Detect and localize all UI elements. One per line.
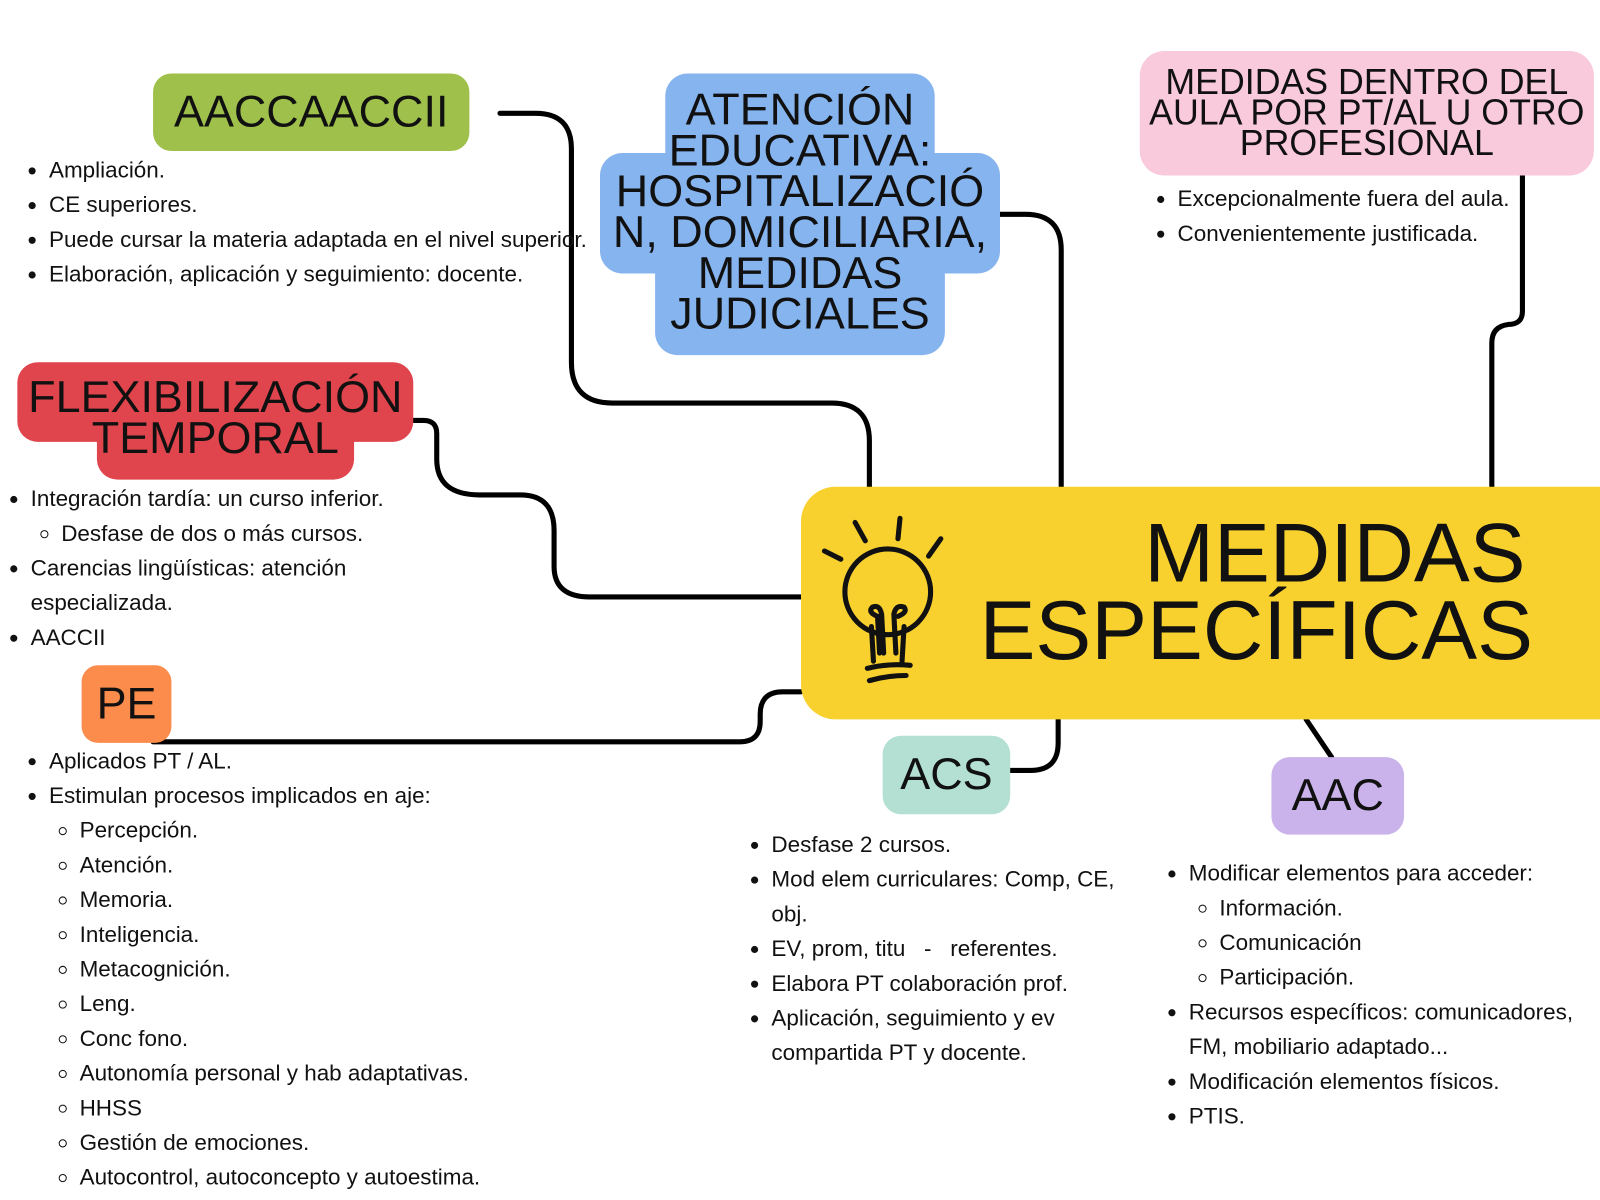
node-pe: PE [81,665,172,743]
pe-list: Aplicados PT / AL. Estimulan procesos im… [18,744,620,1195]
central-title: MEDIDAS ESPECÍFICAS [979,507,1533,678]
node-aula: MEDIDAS DENTRO DEL AULA POR PT/AL U OTRO… [1139,51,1594,176]
acs-list: Desfase 2 cursos. Mod elem curriculares:… [741,828,1139,1071]
flex-list: Integración tardía: un curso inferior. D… [0,482,459,655]
connector-flex [410,417,804,600]
connector-acs [1007,716,1061,773]
node-aac: AAC [1271,757,1405,835]
central-node [801,486,1600,720]
node-aaccaaccii: AACCAACCII [153,73,470,152]
lightbulb-icon [821,515,944,684]
node-acs: ACS [882,735,1011,815]
connector-pe [150,689,804,745]
node-flexibilizacion [17,362,414,442]
connector-aac [1303,716,1335,760]
connector-aaccaaccii [497,110,872,490]
connector-aula [1489,172,1525,490]
aaccaaccii-list: Ampliación. CE superiores. Puede cursar … [18,153,589,292]
aula-list: Excepcionalmente fuera del aula. Conveni… [1147,182,1545,251]
aac-list: Modificar elementos para acceder: Inform… [1158,856,1576,1134]
connector-atencion [985,211,1064,490]
flex-title: FLEXIBILIZACIÓN TEMPORAL [28,372,403,464]
